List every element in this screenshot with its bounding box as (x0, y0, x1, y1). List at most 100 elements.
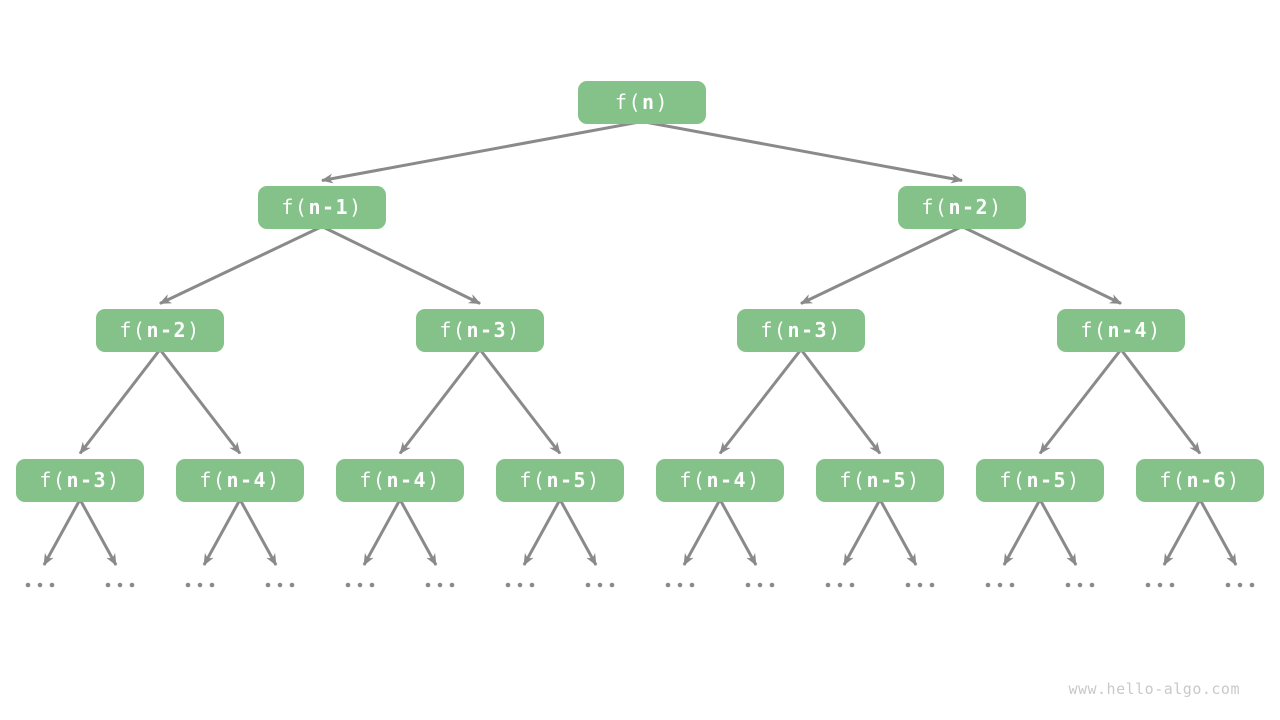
node-label-open: f( (614, 90, 642, 114)
tree-node-n6: f(n-4) (1057, 308, 1185, 352)
ellipsis-dot (609, 582, 615, 588)
ellipsis-dot (345, 582, 351, 588)
ellipsis-dot (49, 582, 55, 588)
node-label-open: f( (39, 468, 67, 492)
ellipsis (265, 582, 295, 588)
edge-arrow (78, 498, 118, 566)
ellipsis-dot (529, 582, 535, 588)
edge-arrow (362, 498, 402, 566)
node-label-arg: n-6 (1186, 468, 1228, 492)
node-label-arg: n-3 (466, 318, 508, 342)
node-label-close: ) (655, 90, 670, 114)
node-label-arg: n-4 (386, 468, 428, 492)
ellipsis-dot (185, 582, 191, 588)
edge-arrow (398, 498, 438, 566)
ellipsis-dot (505, 582, 511, 588)
tree-node-n9: f(n-4) (336, 458, 464, 502)
ellipsis-dot (1157, 582, 1163, 588)
edge-arrow (78, 348, 162, 455)
node-label-close: ) (1227, 468, 1241, 492)
edge-arrows (42, 120, 1238, 566)
node-label-close: ) (989, 195, 1003, 219)
edge-arrow (238, 498, 278, 566)
edge-arrow (42, 498, 82, 566)
ellipsis (185, 582, 215, 588)
ellipsis-dot (1225, 582, 1231, 588)
ellipsis-dot (37, 582, 43, 588)
ellipsis-dot (25, 582, 31, 588)
node-label-open: f( (921, 195, 949, 219)
ellipsis (825, 582, 855, 588)
ellipsis (345, 582, 375, 588)
tree-node-n3: f(n-2) (96, 308, 224, 352)
edge-arrow (718, 348, 803, 455)
node-label-arg: n-4 (226, 468, 268, 492)
node-label-arg: n (642, 90, 656, 114)
ellipsis-dot (757, 582, 763, 588)
node-label-open: f( (679, 468, 707, 492)
edge-arrow (398, 348, 482, 455)
ellipsis-dot (105, 582, 111, 588)
node-label-open: f( (1080, 318, 1108, 342)
node-label-open: f( (359, 468, 387, 492)
tree-node-n10: f(n-5) (496, 458, 624, 502)
edge-arrow (478, 348, 562, 455)
ellipsis-dot (1237, 582, 1243, 588)
ellipsis-dot (985, 582, 991, 588)
node-label-close: ) (107, 468, 121, 492)
node-label-close: ) (187, 318, 201, 342)
edge-arrow (202, 498, 242, 566)
node-label-open: f( (1159, 468, 1187, 492)
node-label-arg: n-2 (146, 318, 188, 342)
tree-node-n12: f(n-5) (816, 458, 944, 502)
ellipsis-dot (1077, 582, 1083, 588)
ellipsis-dot (665, 582, 671, 588)
edge-arrow (321, 120, 643, 184)
ellipsis (505, 582, 535, 588)
node-label-close: ) (267, 468, 281, 492)
ellipsis-dot (585, 582, 591, 588)
tree-node-n0: f(n) (578, 80, 706, 124)
ellipsis-dot (769, 582, 775, 588)
node-label-close: ) (1067, 468, 1081, 492)
edge-arrow (321, 225, 481, 305)
tree-node-n14: f(n-6) (1136, 458, 1264, 502)
ellipsis-dot (209, 582, 215, 588)
edge-arrow (1038, 498, 1078, 566)
edge-arrow (1038, 348, 1123, 455)
node-label-open: f( (999, 468, 1027, 492)
ellipsis-dot (597, 582, 603, 588)
edge-arrow (159, 225, 323, 305)
node-label-arg: n-4 (1107, 318, 1149, 342)
node-label-open: f( (439, 318, 467, 342)
ellipsis (425, 582, 455, 588)
ellipsis (25, 582, 55, 588)
ellipsis-dot (369, 582, 375, 588)
node-label-arg: n-3 (66, 468, 108, 492)
ellipsis-dot (117, 582, 123, 588)
edge-arrow (800, 225, 963, 305)
node-label-open: f( (281, 195, 309, 219)
ellipsis-dot (1169, 582, 1175, 588)
node-label-open: f( (839, 468, 867, 492)
edge-arrow (961, 225, 1122, 305)
ellipsis (665, 582, 695, 588)
node-label-arg: n-5 (866, 468, 908, 492)
ellipsis-dot (425, 582, 431, 588)
ellipsis-dot (745, 582, 751, 588)
ellipsis-dots (25, 582, 1255, 588)
node-label-arg: n-5 (1026, 468, 1068, 492)
ellipsis-dot (357, 582, 363, 588)
ellipsis-dot (825, 582, 831, 588)
ellipsis-dot (197, 582, 203, 588)
ellipsis-dot (837, 582, 843, 588)
node-label-arg: n-2 (948, 195, 990, 219)
node-label-close: ) (427, 468, 441, 492)
ellipsis-dot (277, 582, 283, 588)
edge-arrow (158, 348, 242, 455)
node-label-open: f( (760, 318, 788, 342)
edge-arrow (558, 498, 598, 566)
